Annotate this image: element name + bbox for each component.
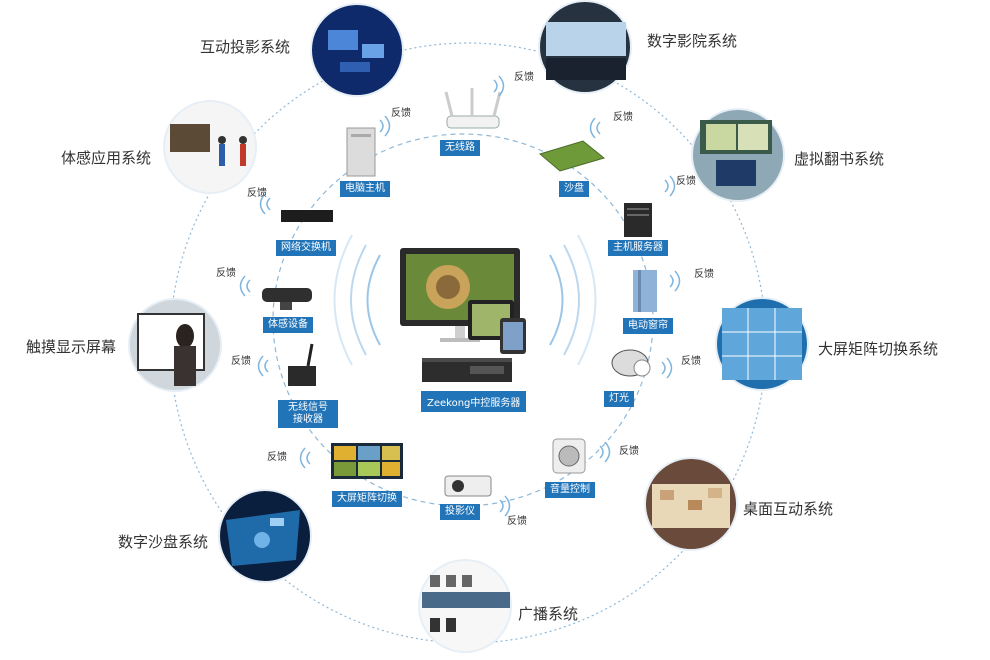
video-wall-switch-icon — [331, 443, 403, 479]
projector-label: 投影仪 — [440, 504, 480, 520]
matrix-switch-label: 大屏矩阵切换系统 — [818, 340, 939, 358]
feedback-label-volume: 反馈 — [619, 446, 639, 457]
pc-host-icon — [346, 127, 376, 177]
sandtable-icon — [538, 140, 606, 172]
wireless-receiver-label-line2: 接收器 — [293, 414, 323, 425]
wireless-router-icon — [444, 88, 502, 129]
volume-control-icon — [552, 438, 586, 474]
server-host-icon — [624, 203, 652, 237]
lighting-label: 灯光 — [604, 391, 634, 407]
inner-device-icons — [262, 88, 657, 497]
virtual-book-photo — [691, 108, 785, 202]
touch-screen-label: 触摸显示屏幕 — [26, 338, 117, 356]
digital-cinema-photo — [538, 0, 632, 94]
broadcast-photo — [418, 559, 512, 653]
digital-cinema-label: 数字影院系统 — [647, 32, 738, 50]
feedback-label-pc: 反馈 — [391, 108, 411, 119]
feedback-waves — [239, 75, 681, 517]
desktop-interaction-photo — [644, 457, 738, 551]
feedback-label-lighting: 反馈 — [681, 356, 701, 367]
wireless-receiver-label-line1: 无线信号 — [288, 402, 328, 413]
central-server-icon — [422, 358, 512, 382]
central-monitor-icon — [400, 248, 526, 354]
feedback-label-receiver: 反馈 — [231, 356, 251, 367]
server-host-label: 主机服务器 — [608, 240, 668, 256]
wireless-receiver-label: 无线信号 接收器 — [278, 400, 338, 428]
feedback-label-videowall: 反馈 — [267, 452, 287, 463]
network-switch-label: 网络交换机 — [276, 240, 336, 256]
outer-system-photos — [128, 0, 809, 653]
volume-control-label: 音量控制 — [545, 482, 595, 498]
projector-icon — [444, 475, 492, 497]
digital-sandtable-photo — [218, 489, 312, 583]
motion-sensing-photo — [163, 100, 257, 194]
motion-sensor-label: 体感设备 — [263, 317, 313, 333]
motion-sensing-label: 体感应用系统 — [61, 149, 152, 167]
feedback-label-router: 反馈 — [514, 72, 534, 83]
sandtable-label: 沙盘 — [559, 181, 589, 197]
lighting-icon — [611, 349, 651, 377]
video-wall-switch-label: 大屏矩阵切换 — [332, 491, 402, 507]
matrix-switch-photo — [715, 297, 809, 391]
interactive-projection-label: 互动投影系统 — [200, 38, 291, 56]
central-server-label: Zeekong中控服务器 — [421, 391, 527, 412]
feedback-label-server: 反馈 — [676, 176, 696, 187]
electric-curtain-label: 电动窗帘 — [623, 318, 673, 334]
feedback-label-projector: 反馈 — [507, 516, 527, 527]
electric-curtain-icon — [633, 270, 657, 312]
network-switch-icon — [281, 210, 333, 222]
virtual-book-label: 虚拟翻书系统 — [794, 150, 885, 168]
feedback-label-curtain: 反馈 — [694, 269, 714, 280]
desktop-interaction-label: 桌面互动系统 — [743, 500, 834, 518]
feedback-label-sandtable: 反馈 — [613, 112, 633, 123]
interactive-projection-photo — [310, 3, 404, 97]
wireless-router-label: 无线路 — [440, 140, 480, 156]
digital-sandtable-label: 数字沙盘系统 — [118, 533, 209, 551]
wireless-receiver-icon — [288, 343, 316, 386]
touch-screen-photo — [128, 298, 222, 392]
center-waves — [333, 234, 597, 366]
motion-sensor-icon — [262, 288, 312, 310]
feedback-label-motion: 反馈 — [216, 268, 236, 279]
feedback-label-switch: 反馈 — [247, 188, 267, 199]
pc-host-label: 电脑主机 — [340, 181, 390, 197]
broadcast-label: 广播系统 — [518, 605, 579, 623]
